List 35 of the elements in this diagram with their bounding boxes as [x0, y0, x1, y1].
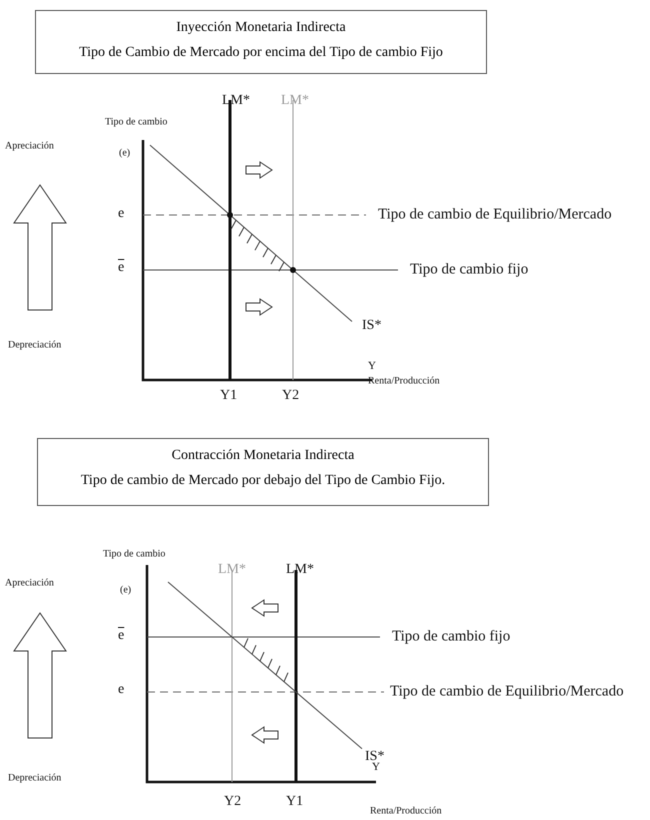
axis-label: Depreciación: [8, 340, 62, 350]
tick-label: Y1: [286, 794, 304, 810]
box-heading: Inyección Monetaria Indirecta: [175, 20, 347, 36]
box-subtitle: Tipo de Cambio de Mercado por encima del Tipo de cambio Fijo: [78, 45, 444, 61]
axis-title: Y: [372, 761, 380, 773]
tick-label: e: [118, 260, 124, 276]
axis-title: Renta/Producción: [368, 376, 440, 386]
axis-title: Renta/Producción: [370, 806, 442, 816]
axis-label: Apreciación: [5, 578, 54, 588]
axis-title: Tipo de cambio: [103, 548, 166, 560]
line-label: Tipo de cambio fijo: [410, 262, 528, 278]
title-box: [35, 10, 487, 74]
tick-label: e: [118, 206, 124, 222]
axis-title: Tipo de cambio: [105, 116, 168, 128]
tick-label: Y2: [282, 388, 300, 404]
curve-label: IS*: [365, 749, 384, 764]
axis-label: Depreciación: [8, 772, 62, 784]
axis-label: (e): [120, 584, 132, 596]
tick-label: Y2: [224, 794, 242, 810]
title-box: [37, 438, 489, 506]
curve-label: LM*: [281, 93, 309, 109]
tick-label: e: [118, 682, 124, 698]
curve-label: LM*: [218, 562, 246, 578]
box-subtitle: Tipo de cambio de Mercado por debajo del Tipo de Cambio Fijo.: [80, 473, 446, 489]
curve-label: IS*: [362, 318, 382, 334]
tick-label: Y1: [220, 388, 238, 404]
line-label: Tipo de cambio de Equilibrio/Mercado: [378, 206, 612, 224]
axis-label: Apreciación: [5, 140, 54, 152]
line-label: Tipo de cambio fijo: [392, 628, 510, 646]
line-label: Tipo de cambio de Equilibrio/Mercado: [390, 684, 624, 700]
axis-label: (e): [119, 148, 130, 158]
curve-label: LM*: [222, 93, 250, 109]
box-heading: Contracción Monetaria Indirecta: [170, 448, 356, 464]
axis-title: Y: [368, 360, 376, 372]
tick-label: e: [118, 628, 124, 644]
